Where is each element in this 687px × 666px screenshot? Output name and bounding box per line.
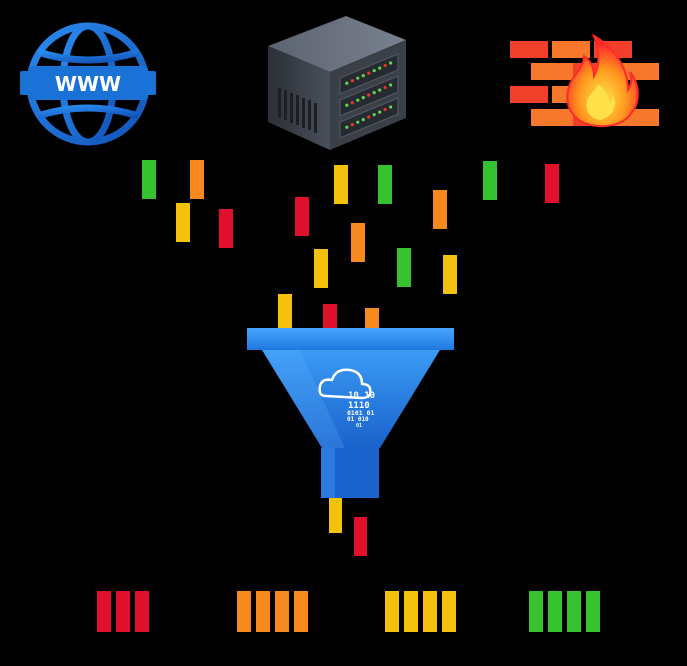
server-led bbox=[350, 123, 354, 127]
server-led bbox=[372, 113, 376, 117]
bucket-yellow bbox=[385, 591, 456, 632]
server-led bbox=[350, 79, 354, 83]
www-label: WWW bbox=[55, 72, 121, 96]
data-packet-orange bbox=[365, 308, 379, 332]
firewall-brick bbox=[510, 86, 548, 103]
globe-icon: WWW bbox=[20, 22, 156, 146]
data-packet-red bbox=[354, 517, 367, 556]
data-packet-green bbox=[142, 160, 156, 199]
incoming-data-packets bbox=[142, 160, 559, 333]
server-led bbox=[345, 103, 349, 107]
server-led bbox=[361, 96, 365, 100]
svg-text:1110: 1110 bbox=[348, 401, 370, 411]
binary-digits: 10 10 1110 0101 01 01 010 01 bbox=[347, 391, 375, 429]
data-packet-yellow bbox=[314, 249, 328, 288]
data-packet-red bbox=[323, 304, 337, 328]
sorted-packet-groups bbox=[97, 591, 600, 632]
server-led bbox=[361, 118, 365, 122]
server-led bbox=[356, 120, 360, 124]
svg-text:10 10: 10 10 bbox=[348, 391, 375, 401]
sorted-packet-orange bbox=[294, 591, 308, 632]
data-filter-funnel: 10 10 1110 0101 01 01 010 01 bbox=[247, 328, 454, 498]
data-packet-red bbox=[545, 164, 559, 203]
server-led bbox=[345, 125, 349, 129]
svg-text:01 010: 01 010 bbox=[347, 416, 369, 423]
server-icon bbox=[268, 16, 406, 150]
sorted-packet-orange bbox=[256, 591, 270, 632]
data-packet-green bbox=[378, 165, 392, 204]
sorted-packet-orange bbox=[275, 591, 289, 632]
sorted-packet-yellow bbox=[385, 591, 399, 632]
filtered-output-packets bbox=[329, 498, 367, 556]
bucket-orange bbox=[237, 591, 308, 632]
sorted-packet-red bbox=[135, 591, 149, 632]
data-packet-red bbox=[219, 209, 233, 248]
server-led bbox=[367, 71, 371, 75]
sorted-packet-green bbox=[567, 591, 581, 632]
data-packet-orange bbox=[190, 160, 204, 199]
funnel-spout bbox=[321, 448, 379, 498]
server-led bbox=[389, 61, 393, 65]
data-packet-yellow bbox=[176, 203, 190, 242]
data-packet-yellow bbox=[334, 165, 348, 204]
funnel-cone bbox=[262, 350, 440, 448]
cloud-icon bbox=[318, 368, 372, 400]
svg-text:0101 01: 0101 01 bbox=[347, 409, 374, 417]
server-led bbox=[383, 107, 387, 112]
server-led bbox=[350, 101, 354, 105]
server-led bbox=[356, 76, 360, 80]
server-led bbox=[361, 74, 365, 78]
server-led bbox=[345, 81, 349, 85]
sorted-packet-red bbox=[97, 591, 111, 632]
sorted-packet-green bbox=[586, 591, 600, 632]
data-packet-orange bbox=[433, 190, 447, 229]
data-packet-yellow bbox=[278, 294, 292, 333]
server-led bbox=[383, 63, 387, 68]
server-led bbox=[372, 69, 376, 73]
server-led bbox=[356, 98, 360, 102]
svg-text:01: 01 bbox=[356, 423, 362, 429]
server-led bbox=[367, 93, 371, 97]
data-packet-green bbox=[397, 248, 411, 287]
sorted-packet-yellow bbox=[423, 591, 437, 632]
server-led bbox=[378, 66, 382, 70]
firewall-icon bbox=[510, 33, 659, 128]
server-led bbox=[367, 115, 371, 119]
sorted-packet-green bbox=[548, 591, 562, 632]
firewall-brick bbox=[531, 109, 575, 126]
bucket-red bbox=[97, 591, 149, 632]
data-packet-green bbox=[483, 161, 497, 200]
server-led bbox=[378, 88, 382, 92]
bucket-green bbox=[529, 591, 600, 632]
firewall-brick bbox=[510, 41, 548, 58]
sorted-packet-yellow bbox=[442, 591, 456, 632]
data-packet-red bbox=[295, 197, 309, 236]
server-led bbox=[372, 91, 376, 95]
firewall-brick bbox=[552, 41, 590, 58]
sorted-packet-red bbox=[116, 591, 130, 632]
data-packet-yellow bbox=[443, 255, 457, 294]
firewall-brick bbox=[531, 63, 575, 80]
server-led bbox=[378, 110, 382, 114]
server-led bbox=[383, 85, 387, 90]
sorted-packet-orange bbox=[237, 591, 251, 632]
sorted-packet-yellow bbox=[404, 591, 418, 632]
data-packet-yellow bbox=[329, 498, 342, 533]
data-packet-orange bbox=[351, 223, 365, 262]
funnel-rim bbox=[247, 328, 454, 350]
sorted-packet-green bbox=[529, 591, 543, 632]
flame-shape bbox=[566, 33, 639, 128]
server-led bbox=[389, 83, 393, 87]
server-led bbox=[389, 105, 393, 109]
